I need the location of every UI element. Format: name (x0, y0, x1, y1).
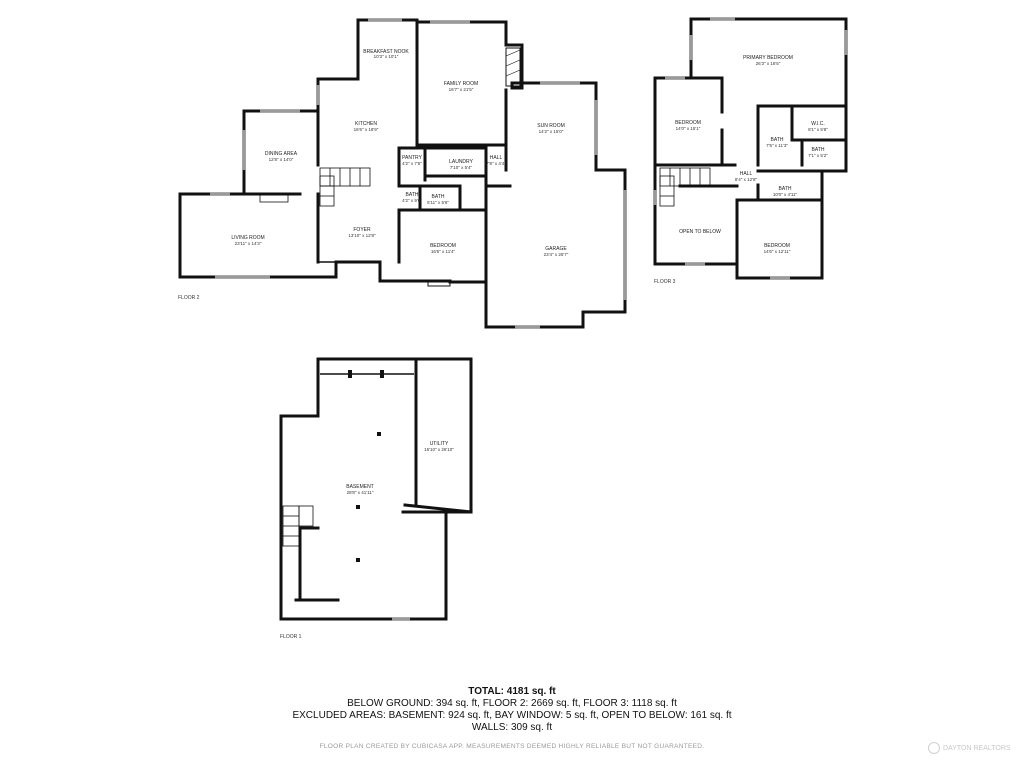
floor-label: FLOOR 2 (178, 295, 200, 301)
room-dimensions: 15'10" x 26'10" (424, 447, 454, 452)
room-dimensions: 7'1" x 5'2" (808, 153, 828, 158)
floor-1-outer-walls (279, 357, 473, 621)
room-dimensions: 14'2" x 15'0" (539, 129, 564, 134)
room-dimensions: 23'11" x 14'3" (235, 241, 262, 246)
area-breakdown: BELOW GROUND: 394 sq. ft, FLOOR 2: 2669 … (347, 698, 677, 709)
room-dimensions: 14'0" x 15'1" (676, 126, 701, 131)
room-dimensions: 4'2" x 9'6" (402, 198, 422, 203)
logo-icon (928, 742, 940, 754)
room-labels: BREAKFAST NOOK 10'3" x 10'1" FAMILY ROOM… (178, 49, 828, 640)
fireplace (505, 47, 521, 87)
column (356, 505, 360, 509)
room-dimensions: 12'8" x 14'0" (269, 157, 294, 162)
floor-label: FLOOR 3 (654, 279, 676, 285)
room-dimensions: 26'3" x 16'5" (756, 61, 781, 66)
floor-1-stairs (282, 505, 314, 547)
logo-text: DAYTON REALTORS (943, 744, 1011, 752)
walls-area: WALLS: 309 sq. ft (471, 722, 553, 733)
room-dimensions: 16'6" x 18'9" (354, 127, 379, 132)
room-name: BATH (771, 137, 784, 143)
room-name: GARAGE (545, 246, 567, 252)
room-dimensions: 7'5" x 11'3" (766, 143, 788, 148)
room-name: BEDROOM (764, 243, 790, 249)
room-name: BATH (432, 194, 445, 200)
room-dimensions: 8'1" x 5'8" (808, 127, 828, 132)
room-dimensions: 16'6" x 11'4" (431, 249, 456, 254)
room-dimensions: 10'0" x 4'11" (773, 192, 798, 197)
room-name: LIVING ROOM (231, 235, 264, 241)
floor-3-stairs (659, 167, 711, 207)
room-name: BATH (406, 192, 419, 198)
room-dimensions: 8'4" x 12'8" (735, 177, 758, 182)
floor-1-plan (279, 357, 473, 621)
room-name: PRIMARY BEDROOM (743, 55, 793, 61)
total-area: TOTAL: 4181 sq. ft (468, 686, 556, 697)
floor-2-plan (178, 18, 627, 329)
room-name: BASEMENT (346, 484, 374, 490)
room-dimensions: 28'8" x 41'11" (347, 490, 374, 495)
column (377, 432, 381, 436)
room-dimensions: 13'10" x 12'8" (348, 233, 376, 238)
room-name: BATH (779, 186, 792, 192)
room-dimensions: 16'7" x 21'5" (449, 87, 474, 92)
room-dimensions: 5'11" x 5'6" (427, 200, 449, 205)
room-name: HALL (490, 155, 503, 161)
room-name: OPEN TO BELOW (679, 229, 721, 235)
column (356, 558, 360, 562)
room-name: LAUNDRY (449, 159, 473, 165)
room-name: BATH (812, 147, 825, 153)
room-dimensions: 4'2" x 7'5" (402, 161, 422, 166)
room-name: BEDROOM (675, 120, 701, 126)
room-dimensions: 7'10" x 5'4" (450, 165, 473, 170)
floor-label: FLOOR 1 (280, 634, 302, 640)
room-name: FOYER (353, 227, 371, 233)
room-name: BEDROOM (430, 243, 456, 249)
disclaimer: FLOOR PLAN CREATED BY CUBICASA APP. MEAS… (319, 743, 705, 750)
floor-2-stairs (319, 167, 371, 207)
floor-2-outer-walls (178, 18, 627, 329)
room-name: HALL (740, 171, 753, 177)
bay-window (427, 279, 451, 287)
room-name: UTILITY (430, 441, 449, 447)
floor-3-plan (653, 17, 848, 280)
room-name: SUN ROOM (537, 123, 565, 129)
room-dimensions: 23'4" x 26'7" (544, 252, 569, 257)
room-dimensions: 7'8" x 4'4" (486, 161, 506, 166)
room-dimensions: 10'3" x 10'1" (374, 54, 399, 59)
room-name: FAMILY ROOM (444, 81, 478, 87)
room-name: W.I.C. (811, 121, 825, 127)
realtor-logo: DAYTON REALTORS (928, 742, 1018, 756)
room-dimensions: 14'6" x 12'11" (764, 249, 791, 254)
room-name: BREAKFAST NOOK (363, 49, 409, 55)
excluded-areas: EXCLUDED AREAS: BASEMENT: 924 sq. ft, BA… (292, 710, 732, 721)
room-name: KITCHEN (355, 121, 377, 127)
room-name: PANTRY (402, 155, 422, 161)
room-name: DINING AREA (265, 151, 298, 157)
